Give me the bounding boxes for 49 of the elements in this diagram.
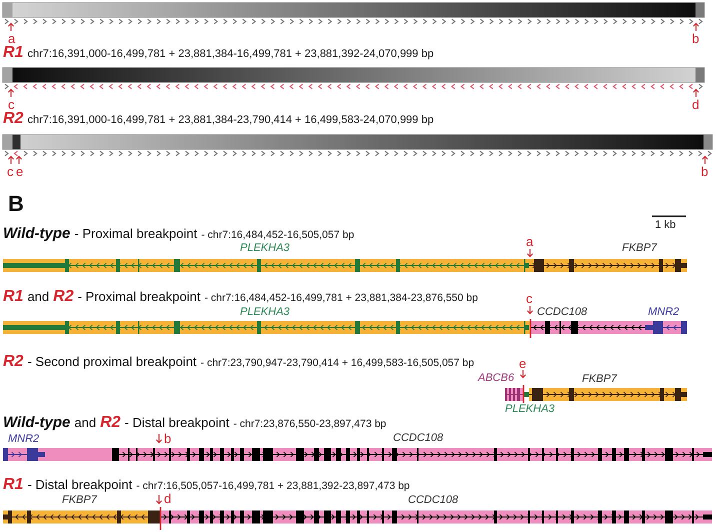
gene-label: MNR2 [648, 307, 680, 318]
breakpoint-letter: b [692, 32, 700, 45]
breakpoint-letter: a [526, 235, 534, 248]
gene-label: FKBP7 [622, 243, 657, 254]
panel-letter: B [8, 193, 24, 215]
rearrangement-label: R2 [53, 289, 74, 305]
heading-text: - Proximal breakpoint [74, 227, 198, 240]
breakpoint-letter: c [7, 165, 14, 178]
coordinates-text: - chr7:16,484,452-16,499,781 + 23,881,384-23,876,550 bp [204, 293, 478, 304]
rearrangement-label: R2 [3, 354, 24, 370]
gene-label: PLEKHA3 [240, 243, 290, 254]
heading-text: and [27, 290, 50, 303]
breakpoint-letter: c [8, 98, 14, 111]
gene-label: PLEKHA3 [505, 404, 555, 415]
breakpoint-letter: a [8, 32, 16, 45]
heading-text: - Proximal breakpoint [78, 290, 200, 303]
heading-text: - Distal breakpoint [27, 478, 132, 491]
breakpoint-letter: e [16, 165, 24, 178]
gene-label: CCDC108 [537, 307, 588, 318]
rearrangement-label: R2 [100, 415, 121, 431]
gene-label: MNR2 [8, 434, 40, 445]
coordinates-text: chr7:16,391,000-16,499,781 + 23,881,384-23,790,414 + 16,499,583-24,070,999 bp [27, 115, 434, 126]
gene-label: CCDC108 [393, 433, 444, 444]
coordinates-text: - chr7:16,505,057-16,499,781 + 23,881,392-23,897,473 bp [136, 481, 410, 492]
rearrangement-label: R2 [3, 111, 24, 127]
gene-label: FKBP7 [582, 374, 617, 385]
breakpoint-letter: c [526, 292, 532, 305]
breakpoint-letter: e [519, 357, 526, 370]
breakpoint-letter: b [164, 432, 172, 445]
heading-text: - Distal breakpoint [124, 416, 230, 429]
genotype-label: Wild-type [3, 415, 70, 430]
gene-label: ABCB6 [478, 373, 514, 384]
breakpoint-letter: b [701, 165, 708, 178]
scale-label: 1 kb [655, 220, 676, 231]
coordinates-text: - chr7:16,484,452-16,505,057 bp [201, 230, 354, 240]
heading-text: and [74, 416, 96, 429]
gene-label: PLEKHA3 [240, 307, 290, 318]
breakpoint-letter: d [164, 492, 172, 505]
coordinates-text: - chr7:23,790,947-23,790,414 + 16,499,583-16,505,057 bp [200, 358, 474, 368]
heading-text: - Second proximal breakpoint [27, 355, 197, 368]
genotype-label: Wild-type [3, 226, 70, 241]
rearrangement-label: R1 [3, 45, 24, 61]
rearrangement-label: R1 [3, 477, 24, 493]
gene-label: CCDC108 [408, 495, 458, 506]
coordinates-text: - chr7:23,876,550-23,897,473 bp [233, 419, 386, 430]
coordinates-text: chr7:16,391,000-16,499,781 + 23,881,384-16,499,781 + 23,881,392-24,070,999 bp [27, 49, 434, 60]
gene-label: FKBP7 [62, 495, 97, 506]
breakpoint-letter: d [692, 98, 700, 111]
rearrangement-label: R1 [3, 289, 24, 305]
